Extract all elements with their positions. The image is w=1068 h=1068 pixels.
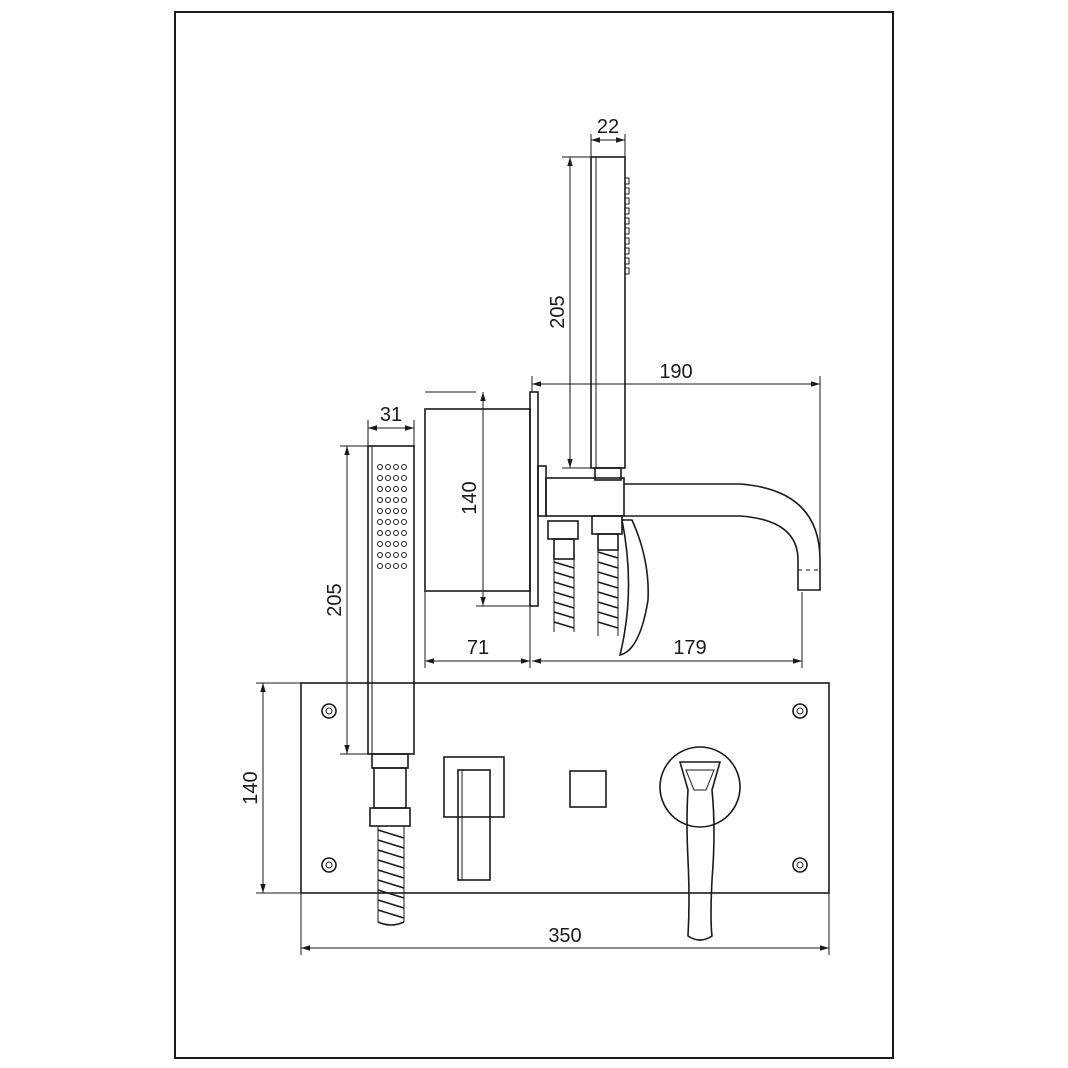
screw-icon <box>321 703 808 873</box>
dim-label-22: 22 <box>597 116 619 138</box>
square-button <box>569 770 607 808</box>
hose-right <box>597 550 619 636</box>
side-view <box>367 156 821 926</box>
hose-nut-right <box>591 515 623 535</box>
shower-holder-block <box>545 477 625 517</box>
hose-left <box>553 559 575 632</box>
spray-nozzles-icon <box>377 464 407 569</box>
diverter-lever-front <box>443 756 505 881</box>
handshower-vertical <box>590 156 630 481</box>
dim-label-179: 179 <box>673 637 706 659</box>
wall-plate-side <box>529 391 539 607</box>
dim-label-31: 31 <box>380 404 402 426</box>
dim-label-205-top: 205 <box>547 295 569 328</box>
drawing-frame <box>174 11 894 1059</box>
dim-label-140-plate: 140 <box>240 771 262 804</box>
wall-connector <box>537 465 547 517</box>
dim-label-140-box: 140 <box>459 481 481 514</box>
bath-spout <box>624 483 821 591</box>
front-view <box>300 682 830 941</box>
nozzle-row-icon <box>624 177 630 275</box>
diverter-lever <box>618 519 649 657</box>
dim-label-190: 190 <box>659 361 692 383</box>
dim-label-205-left: 205 <box>324 583 346 616</box>
dimension-lines <box>256 134 830 955</box>
handshower-front <box>367 445 415 827</box>
mixer-handle-front <box>659 746 741 941</box>
dim-label-71: 71 <box>467 637 489 659</box>
dim-label-350: 350 <box>548 925 581 947</box>
wall-plate-front <box>300 682 830 894</box>
hose-nut-left <box>547 520 579 540</box>
hose-front <box>377 826 405 926</box>
